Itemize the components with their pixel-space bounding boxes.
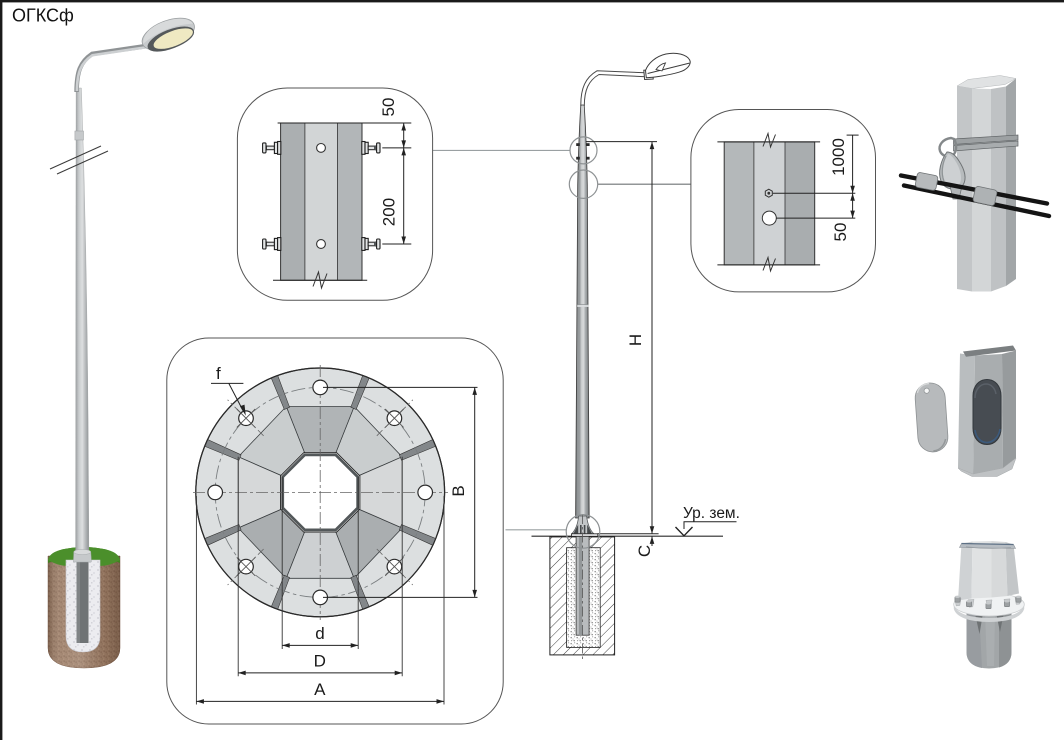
svg-text:1000: 1000: [829, 138, 848, 176]
svg-text:Ур. зем.: Ур. зем.: [683, 505, 740, 522]
svg-text:C: C: [635, 545, 654, 557]
svg-text:50: 50: [831, 223, 850, 242]
svg-text:f: f: [216, 364, 221, 383]
svg-text:A: A: [314, 680, 326, 699]
svg-text:D: D: [314, 652, 326, 671]
svg-text:ОГКСф: ОГКСф: [12, 6, 74, 26]
svg-text:50: 50: [379, 98, 398, 117]
svg-text:d: d: [315, 624, 324, 643]
svg-text:200: 200: [380, 198, 399, 226]
svg-text:H: H: [626, 334, 645, 346]
svg-text:B: B: [449, 485, 468, 496]
